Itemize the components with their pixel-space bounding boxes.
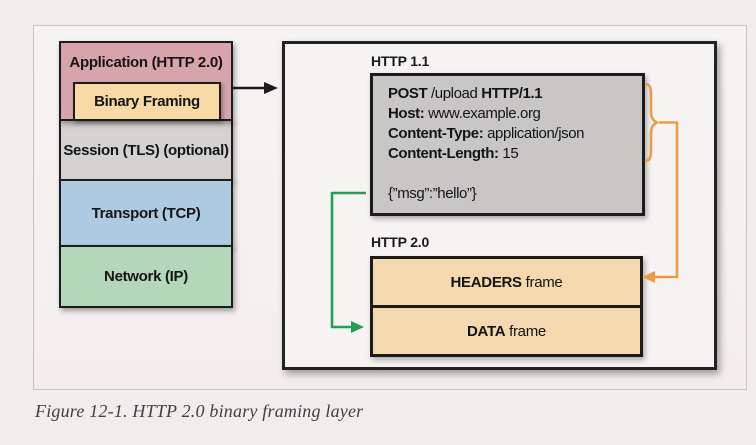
http-comparison-box: HTTP 1.1 POST /upload HTTP/1.1 Host: www… bbox=[282, 41, 717, 370]
http11-request-box: POST /upload HTTP/1.1 Host: www.example.… bbox=[370, 73, 645, 216]
layer-network-label: Network (IP) bbox=[104, 268, 188, 285]
header-clen-name: Content-Length: bbox=[388, 145, 499, 162]
headers-frame-name: HEADERS bbox=[450, 273, 523, 291]
figure-caption: Figure 12-1. HTTP 2.0 binary framing lay… bbox=[35, 401, 364, 421]
request-blank-line bbox=[388, 164, 642, 184]
headers-frame-suffix: frame bbox=[521, 273, 563, 291]
binary-framing-box: Binary Framing bbox=[73, 82, 221, 121]
request-line-start: POST /upload HTTP/1.1 bbox=[388, 84, 642, 104]
protocol-stack: Application (HTTP 2.0) Binary Framing Se… bbox=[59, 41, 233, 308]
data-frame-row: DATA frame bbox=[373, 305, 640, 354]
data-frame-suffix: frame bbox=[505, 322, 546, 340]
header-ctype-name: Content-Type: bbox=[388, 125, 484, 142]
layer-application-label: Application (HTTP 2.0) bbox=[69, 54, 223, 71]
headers-frame-row: HEADERS frame bbox=[373, 259, 640, 305]
http20-frames-box: HEADERS frame DATA frame bbox=[370, 256, 643, 357]
layer-transport-label: Transport (TCP) bbox=[91, 204, 201, 222]
request-line-content-type: Content-Type: application/json bbox=[388, 124, 642, 144]
header-clen-value: 15 bbox=[498, 145, 519, 162]
header-ctype-value: application/json bbox=[483, 125, 585, 142]
data-frame-name: DATA bbox=[467, 322, 506, 340]
request-body: {”msg”:”hello”} bbox=[388, 185, 477, 202]
request-line-host: Host: www.example.org bbox=[388, 104, 642, 124]
layer-network: Network (IP) bbox=[59, 245, 233, 308]
http11-section-label: HTTP 1.1 bbox=[371, 53, 430, 69]
layer-session-label: Session (TLS) (optional) bbox=[63, 141, 229, 159]
header-host-name: Host: bbox=[388, 105, 425, 122]
layer-application: Application (HTTP 2.0) Binary Framing bbox=[59, 41, 233, 121]
http20-section-label: HTTP 2.0 bbox=[371, 234, 430, 250]
layer-transport: Transport (TCP) bbox=[59, 179, 233, 247]
request-line-content-length: Content-Length: 15 bbox=[388, 144, 642, 164]
binary-framing-label: Binary Framing bbox=[94, 93, 200, 110]
header-host-value: www.example.org bbox=[424, 105, 541, 122]
request-path: /upload bbox=[427, 85, 482, 102]
figure-frame: Application (HTTP 2.0) Binary Framing Se… bbox=[33, 25, 747, 390]
request-method: POST bbox=[388, 85, 428, 102]
layer-session: Session (TLS) (optional) bbox=[59, 119, 233, 181]
request-version: HTTP/1.1 bbox=[481, 85, 543, 102]
